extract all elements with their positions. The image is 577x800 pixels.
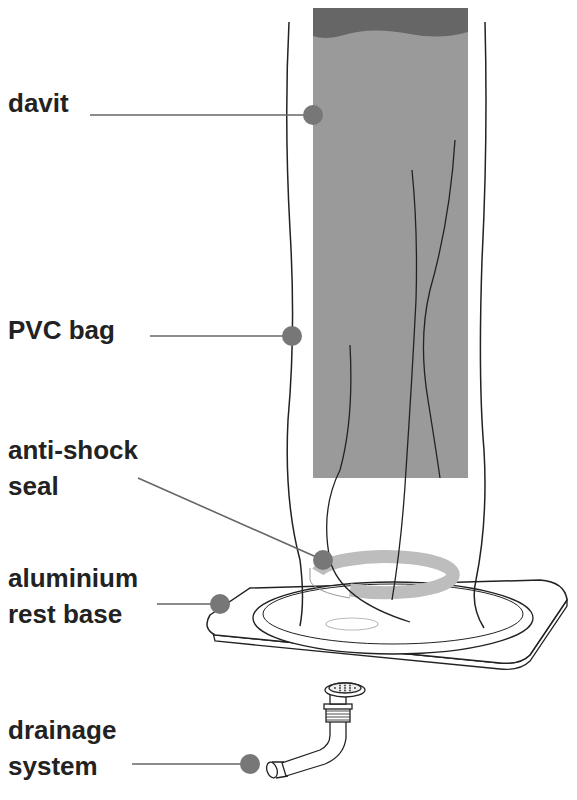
anti-shock-seal [318,557,453,593]
leader-dots [210,105,333,774]
part-label: drainage system [8,712,158,784]
drainage-fitting [265,683,365,779]
bag-fold [423,140,455,478]
drain-grid [334,685,356,692]
davit-top [313,8,468,38]
part-label: PVC bag [8,312,115,348]
bag-fold [392,170,417,600]
bag-left-edge [287,22,303,626]
part-label: davit [8,85,69,121]
drain-hole [326,618,378,630]
bag-fold [327,345,410,622]
drainage-thread [326,711,350,720]
bag-right-edge [474,22,486,628]
davit [313,8,468,478]
part-label: anti-shock seal [8,432,168,504]
part-label: aluminium rest base [8,560,178,632]
seal-edge [310,568,350,598]
